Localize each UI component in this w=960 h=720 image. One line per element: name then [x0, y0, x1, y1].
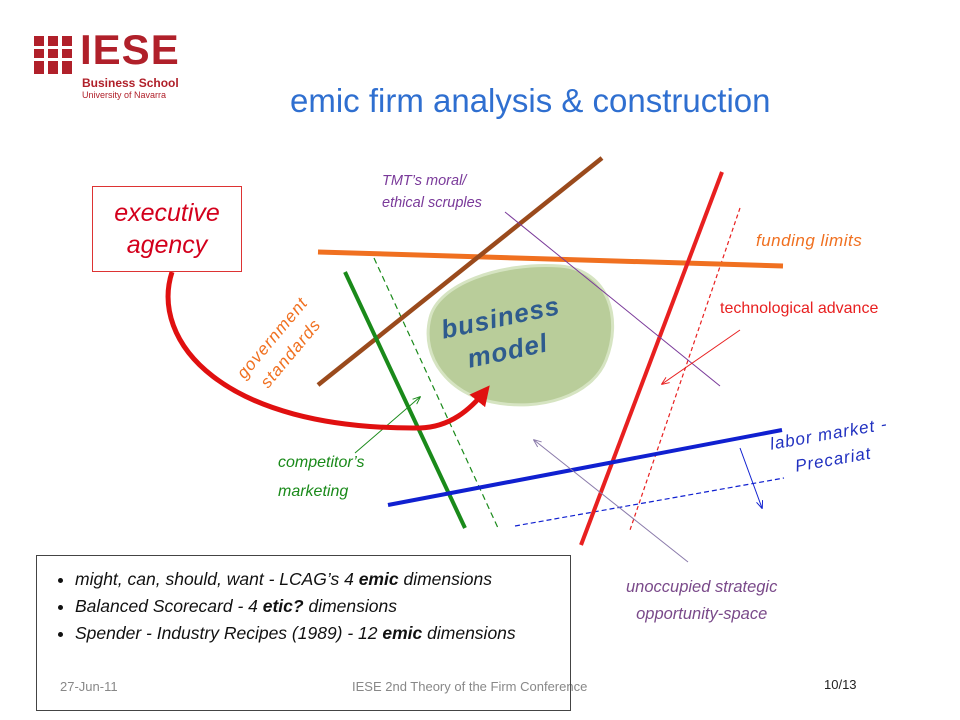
- logo-university-name: University of Navarra: [82, 90, 167, 100]
- unoccupied-label-line1: unoccupied strategic: [626, 578, 778, 596]
- iese-logo: IESE Business School University of Navar…: [30, 28, 190, 108]
- labor-market-line: [387, 428, 783, 507]
- competitor-label-line1: competitor’s: [278, 454, 365, 471]
- bullet-item: Balanced Scorecard - 4 etic? dimensions: [75, 595, 562, 617]
- funding-limits-line: [317, 249, 784, 269]
- footer-conference: IESE 2nd Theory of the Firm Conference: [352, 679, 588, 694]
- unoccupied-pointer-arrow: [534, 440, 689, 563]
- page-number: 10/13: [824, 677, 857, 692]
- executive-agency-box: executive agency: [92, 186, 242, 272]
- logo-wordmark: IESE: [80, 26, 180, 73]
- logo-school-name: Business School: [82, 76, 179, 90]
- competitor-line: [343, 271, 467, 529]
- technological-advance-line: [579, 171, 724, 546]
- unoccupied-space-label: unoccupied strategic opportunity-space: [626, 574, 777, 628]
- competitor-marketing-label: competitor’s marketing: [278, 448, 365, 506]
- executive-agency-line2: agency: [126, 231, 208, 259]
- executive-agency-line1: executive: [114, 199, 220, 227]
- bullet-item: might, can, should, want - LCAG’s 4 emic…: [75, 568, 562, 590]
- tmt-label-line1: TMT’s moral/: [382, 173, 467, 189]
- government-standards-line: [316, 156, 604, 387]
- business-model-blob: [426, 264, 615, 407]
- tmt-label-line2: ethical scruples: [382, 195, 482, 211]
- technological-advance-label: technological advance: [720, 300, 879, 317]
- bullet-item: Spender - Industry Recipes (1989) - 12 e…: [75, 622, 562, 644]
- bullet-box: might, can, should, want - LCAG’s 4 emic…: [36, 555, 571, 711]
- tech-pointer-arrow: [662, 329, 741, 384]
- labor-dashed-line: [514, 477, 785, 527]
- slide-title: emic firm analysis & construction: [290, 82, 771, 119]
- footer-date: 27-Jun-11: [60, 679, 118, 694]
- funding-limits-label: funding limits: [756, 231, 863, 250]
- iese-shield-icon: [34, 36, 72, 74]
- tmt-label: TMT’s moral/ ethical scruples: [382, 170, 482, 214]
- tmt-line: [504, 211, 721, 387]
- bullet-list: might, can, should, want - LCAG’s 4 emic…: [49, 568, 562, 644]
- executive-agency-arrow: [165, 271, 490, 431]
- unoccupied-label-line2: opportunity-space: [636, 605, 768, 623]
- competitor-label-line2: marketing: [278, 483, 349, 500]
- labor-pointer-arrow: [739, 447, 762, 508]
